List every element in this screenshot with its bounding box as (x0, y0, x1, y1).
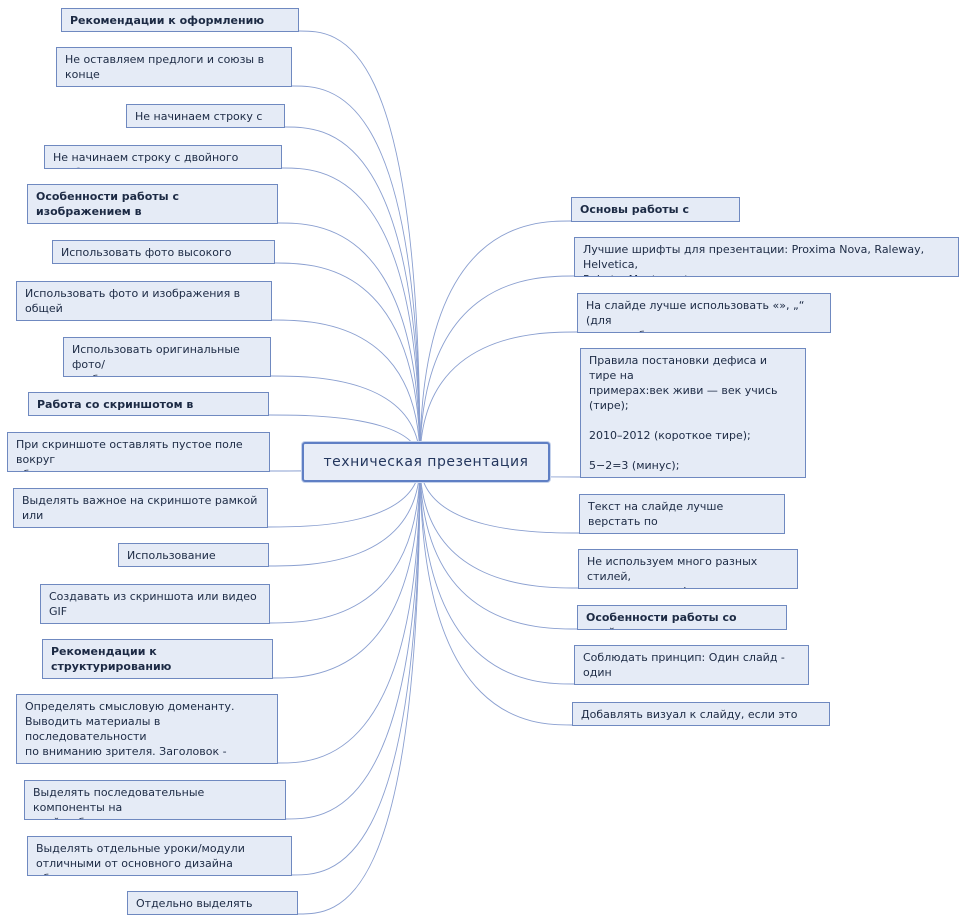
central-topic[interactable]: техническая презентация (302, 442, 550, 482)
left-topic-screenshots[interactable]: Работа со скриншотом в презентации (28, 392, 269, 416)
right-topic-rectangle-layout[interactable]: Текст на слайде лучше верстать по прямоу… (579, 494, 785, 534)
right-topic-slide-features[interactable]: Особенности работы со слайдом (577, 605, 787, 630)
connector-line (419, 461, 798, 589)
right-topic-one-slide-one-idea[interactable]: Соблюдать принцип: Один слайд - один смы… (574, 645, 809, 685)
left-topic-hq-photos[interactable]: Использовать фото высокого качества (52, 240, 275, 264)
connector-line (118, 461, 421, 567)
connector-line (16, 319, 421, 463)
right-topic-dash-rules[interactable]: Правила постановки дефиса и тире на прим… (580, 348, 806, 478)
right-topic-best-fonts[interactable]: Лучшие шрифты для презентации: Proxima N… (574, 237, 959, 277)
connector-line (419, 275, 959, 463)
connector-line (40, 461, 421, 624)
connector-line (27, 461, 421, 876)
left-topic-module-covers[interactable]: Выделять отдельные уроки/модули отличным… (27, 836, 292, 876)
connector-line (13, 461, 421, 528)
left-topic-original-photos[interactable]: Использовать оригинальные фото/ изображе… (63, 337, 271, 377)
connector-line (419, 461, 809, 685)
left-topic-semantic-dominant[interactable]: Определять смысловую доменанту. Выводить… (16, 694, 278, 764)
left-topic-structure[interactable]: Рекомендации к структурированию презента… (42, 639, 273, 679)
left-topic-image-features[interactable]: Особенности работы с изображением в през… (27, 184, 278, 224)
left-topic-no-dash-start[interactable]: Не начинаем строку с тире (126, 104, 285, 128)
left-topic-gif[interactable]: Создавать из скриншота или видео GIF кар… (40, 584, 270, 624)
right-topic-quotes[interactable]: На слайде лучше использовать «», „“ (для… (577, 293, 831, 333)
left-topic-tasks[interactable]: Отдельно выделять задания (127, 891, 298, 915)
left-topic-text-design[interactable]: Рекомендации к оформлению текста (61, 8, 299, 32)
left-topic-no-prepositions[interactable]: Не оставляем предлоги и союзы в конце ст… (56, 47, 292, 87)
connector-line (42, 461, 421, 679)
connector-line (63, 375, 421, 463)
connector-line (126, 126, 421, 463)
connector-line (52, 262, 421, 463)
left-topic-screenshot-padding[interactable]: При скриншоте оставлять пустое поле вокр… (7, 432, 270, 472)
connector-line (56, 85, 421, 463)
connector-line (419, 331, 831, 463)
connector-line (127, 461, 421, 915)
left-topic-highlight-important[interactable]: Выделять важное на скриншоте рамкой или … (13, 488, 268, 528)
connector-line (61, 30, 421, 463)
connector-line (419, 461, 830, 726)
left-topic-common-style[interactable]: Использовать фото и изображения в общей … (16, 281, 272, 321)
right-topic-few-styles[interactable]: Не используем много разных стилей, разме… (578, 549, 798, 589)
right-topic-add-visuals[interactable]: Добавлять визуал к слайду, если это умес… (572, 702, 830, 726)
left-topic-bullets[interactable]: Выделять последовательные компоненты на … (24, 780, 286, 820)
connector-line (419, 461, 785, 534)
connector-line (419, 461, 787, 630)
connector-line (27, 222, 421, 463)
right-topic-text-basics[interactable]: Основы работы с текстом (571, 197, 740, 222)
connector-line (24, 461, 421, 820)
left-topic-mockups[interactable]: Использование макапов (118, 543, 269, 567)
connector-line (44, 167, 421, 463)
connector-line (419, 220, 740, 463)
connector-line (16, 461, 421, 764)
left-topic-no-double-space[interactable]: Не начинаем строку с двойного пробела (44, 145, 282, 169)
